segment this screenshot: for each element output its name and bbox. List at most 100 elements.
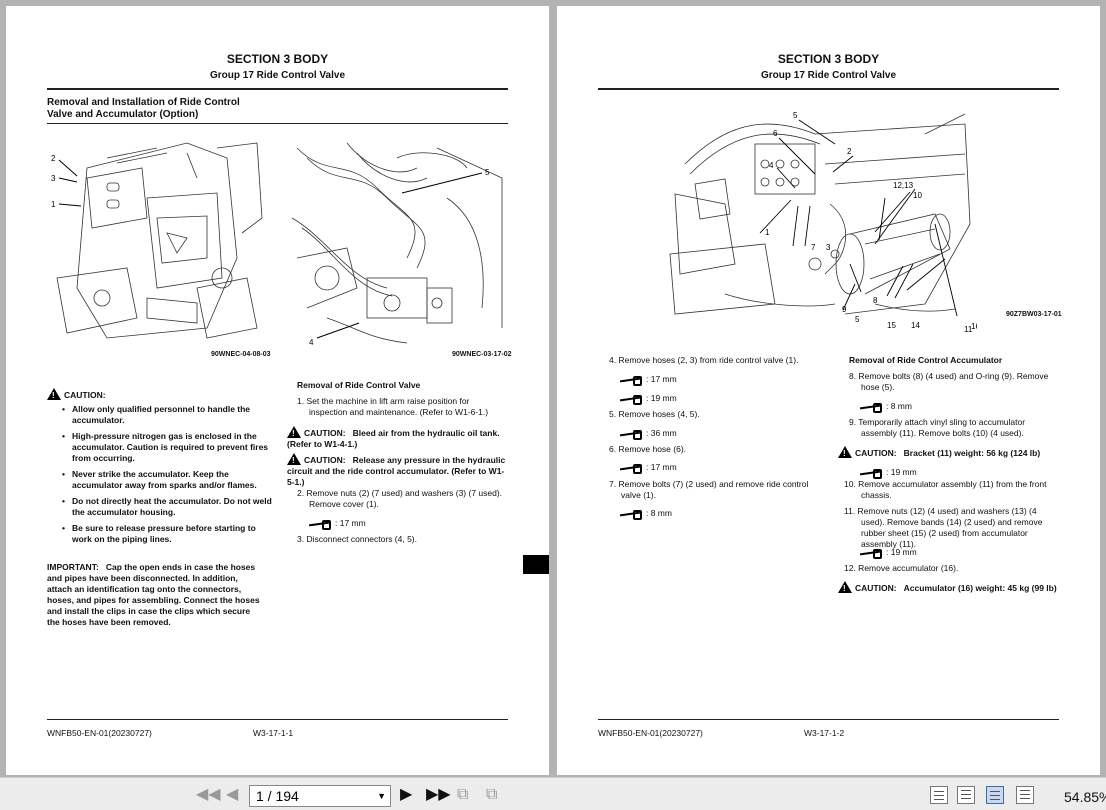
fig2-label-4: 4 — [309, 338, 314, 347]
step-2-tool: : 17 mm — [309, 518, 366, 530]
fig3-label-14: 14 — [911, 321, 920, 330]
caution-accumulator-weight: CAUTION: Accumulator (16) weight: 45 kg … — [838, 581, 1060, 594]
fig3-label-1: 1 — [765, 228, 770, 237]
caution-list: Allow only qualified personnel to handle… — [62, 404, 272, 545]
continuous-view-button[interactable] — [957, 786, 975, 804]
step-8-tool: : 8 mm — [860, 401, 912, 413]
step-7-tool: : 8 mm — [620, 508, 672, 520]
caution-item: Allow only qualified personnel to handle… — [62, 404, 272, 426]
fig3-label-12-13: 12,13 — [893, 181, 914, 190]
document-viewer[interactable]: SECTION 3 BODY Group 17 Ride Control Val… — [0, 0, 1106, 777]
step-4-tool-2: : 19 mm — [620, 393, 677, 405]
step-10: 10. Remove accumulator assembly (11) fro… — [844, 479, 1047, 500]
two-page-view-button[interactable] — [986, 786, 1004, 804]
previous-page-icon[interactable]: ◀ — [226, 786, 239, 803]
title-rule — [47, 123, 508, 124]
next-page-icon[interactable]: ▶ — [400, 786, 413, 803]
footer-doc-code: WNFB50-EN-01(20230727) — [598, 728, 703, 738]
fig3-label-11: 11 — [964, 325, 973, 334]
header-rule — [47, 88, 508, 90]
wrench-icon — [620, 509, 642, 520]
step-8: 8. Remove bolts (8) (4 used) and O-ring … — [849, 371, 1049, 392]
fig3-label-3: 3 — [826, 243, 831, 252]
step-6: 6. Remove hose (6). — [609, 444, 687, 454]
fig3-label-16: 16 — [971, 322, 977, 331]
group-heading: Group 17 Ride Control Valve — [760, 70, 897, 81]
warning-icon — [838, 446, 852, 459]
warning-icon — [287, 426, 301, 439]
footer-doc-code: WNFB50-EN-01(20230727) — [47, 728, 152, 738]
step-5: 5. Remove hoses (4, 5). — [609, 409, 700, 419]
caution-item: High-pressure nitrogen gas is enclosed i… — [62, 431, 272, 464]
footer-page-number: W3-17-1-2 — [804, 728, 845, 738]
fig3-label-4: 4 — [769, 161, 774, 170]
fig3-label-8: 8 — [873, 296, 878, 305]
procedure-title: Removal and Installation of Ride Control… — [47, 97, 240, 120]
rotate-view-icon[interactable]: ⧉ — [457, 786, 469, 803]
wrench-icon — [860, 548, 882, 559]
warning-icon — [287, 453, 301, 466]
fig3-label-5a: 5 — [793, 111, 798, 120]
figure2-caption: 90WNEC-03-17-02 — [452, 351, 512, 358]
fig2-label-5: 5 — [485, 168, 490, 177]
page-dropdown-icon[interactable]: ▼ — [377, 791, 386, 801]
step-12: 12. Remove accumulator (16). — [844, 563, 959, 573]
step-3: 3. Disconnect connectors (4, 5). — [297, 534, 418, 544]
footer-page-number: W3-17-1-1 — [253, 728, 294, 738]
figure1-caption: 90WNEC-04-08-03 — [211, 351, 271, 358]
figure-accumulator-assembly: 5 6 2 4 1 7 3 12,13 10 8 9 5 15 14 11 16 — [665, 104, 977, 334]
accumulator-assembly-illustration: 5 6 2 4 1 7 3 12,13 10 8 9 5 15 14 11 16 — [669, 111, 977, 334]
figure-ride-control-valve: 5 4 — [287, 138, 509, 348]
footer-rule — [598, 719, 1059, 720]
wrench-icon — [620, 463, 642, 474]
step-11: 11. Remove nuts (12) (4 used) and washer… — [844, 506, 1043, 549]
last-page-icon[interactable]: ▶▶ — [426, 786, 451, 803]
fig3-label-2: 2 — [847, 147, 852, 156]
step-7: 7. Remove bolts (7) (2 used) and remove … — [609, 479, 809, 500]
fig1-label-1: 1 — [51, 200, 56, 209]
cover-bracket-illustration: 2 3 1 — [51, 142, 263, 339]
warning-icon — [47, 388, 61, 401]
page-right: SECTION 3 BODY Group 17 Ride Control Val… — [557, 6, 1100, 775]
copy-view-icon[interactable]: ⧉ — [486, 786, 498, 803]
fig3-label-10: 10 — [913, 191, 922, 200]
removal-accumulator-title: Removal of Ride Control Accumulator — [849, 355, 1003, 365]
fig3-label-9: 9 — [842, 305, 847, 314]
step-5-tool: : 36 mm — [620, 428, 677, 440]
removal-valve-title: Removal of Ride Control Valve — [297, 380, 421, 390]
step-4: 4. Remove hoses (2, 3) from ride control… — [609, 355, 799, 365]
caution-heading: CAUTION: — [47, 388, 106, 401]
figure3-caption: 90Z7BW03-17-01 — [1006, 311, 1062, 318]
caution-release-pressure: CAUTION: Release any pressure in the hyd… — [287, 453, 509, 488]
wrench-icon — [620, 429, 642, 440]
step-6-tool: : 17 mm — [620, 462, 677, 474]
caution-item: Never strike the accumulator. Keep the a… — [62, 469, 272, 491]
important-note: IMPORTANT: Cap the open ends in case the… — [47, 562, 260, 627]
figure-cover-bracket: 2 3 1 — [47, 138, 269, 348]
section-heading: SECTION 3 BODY — [226, 52, 329, 66]
wrench-icon — [620, 394, 642, 405]
single-page-view-button[interactable] — [930, 786, 948, 804]
caution-item: Be sure to release pressure before start… — [62, 523, 272, 545]
zoom-level[interactable]: 54.85% — [1064, 789, 1106, 805]
caution-item: Do not directly heat the accumulator. Do… — [62, 496, 272, 518]
header-rule — [598, 88, 1059, 90]
warning-icon — [838, 581, 852, 594]
wrench-icon — [860, 468, 882, 479]
fig1-label-2: 2 — [51, 154, 56, 163]
two-page-continuous-view-button[interactable] — [1016, 786, 1034, 804]
viewer-toolbar: ◀◀ ◀ 1 / 194 ▼ ▶ ▶▶ ⧉ ⧉ 54.85% — [0, 777, 1106, 810]
step-2: 2. Remove nuts (2) (7 used) and washers … — [297, 488, 503, 509]
group-heading: Group 17 Ride Control Valve — [209, 70, 346, 81]
ride-control-valve-illustration: 5 4 — [291, 142, 503, 347]
section-heading: SECTION 3 BODY — [777, 52, 880, 66]
page-left: SECTION 3 BODY Group 17 Ride Control Val… — [6, 6, 549, 775]
wrench-icon — [620, 375, 642, 386]
page-number-input[interactable]: 1 / 194 ▼ — [249, 785, 391, 807]
fig1-label-3: 3 — [51, 174, 56, 183]
first-page-icon[interactable]: ◀◀ — [196, 786, 221, 803]
wrench-icon — [860, 402, 882, 413]
step-9-tool: : 19 mm — [860, 467, 917, 479]
step-1: 1. Set the machine in lift arm raise pos… — [297, 396, 489, 417]
fig3-label-7: 7 — [811, 243, 816, 252]
